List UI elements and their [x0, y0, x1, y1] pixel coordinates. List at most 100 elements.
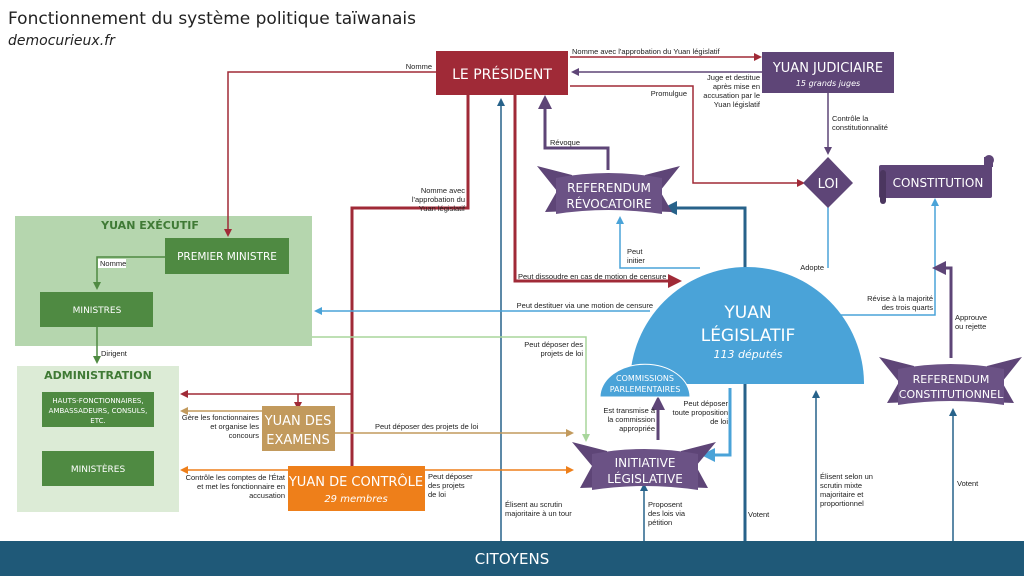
svg-text:des projets: des projets — [428, 481, 465, 490]
svg-text:majoritaire à un tour: majoritaire à un tour — [505, 509, 572, 518]
svg-text:majoritaire et: majoritaire et — [820, 490, 864, 499]
ministres-label: MINISTRES — [73, 306, 122, 316]
label-controle-comptes: Contrôle les comptes de l'État et met le… — [186, 473, 286, 500]
node-yuan-examens[interactable]: YUAN DES EXAMENS — [262, 406, 335, 451]
label-deposer-controle: Peut déposer des projets de loi — [428, 472, 473, 499]
judiciaire-sub: 15 grands juges — [796, 79, 860, 88]
node-constitution[interactable]: CONSTITUTION — [879, 155, 994, 204]
initiative-line1: INITIATIVE — [615, 456, 676, 470]
node-president[interactable]: LE PRÉSIDENT — [436, 51, 568, 95]
label-peut-initier: Peut initier — [627, 247, 645, 265]
edge-votent-revocatoire — [663, 201, 747, 541]
ref-revocatoire-line2: RÉVOCATOIRE — [566, 196, 651, 211]
label-deposer-examens: Peut déposer des projets de loi — [375, 422, 479, 431]
node-referendum-constitutionnel[interactable]: REFERENDUM CONSTITUTIONNEL — [879, 357, 1022, 405]
svg-text:Peut: Peut — [627, 247, 643, 256]
label-dirigent: Dirigent — [101, 349, 128, 358]
commissions-line2: PARLEMENTAIRES — [610, 385, 681, 394]
svg-text:Yuan législatif: Yuan législatif — [714, 100, 761, 109]
edge-deposer-proposition — [701, 388, 732, 462]
citoyens-label: CITOYENS — [475, 550, 549, 568]
controle-label: YUAN DE CONTRÔLE — [288, 474, 423, 490]
svg-text:la commission: la commission — [607, 415, 655, 424]
hauts-fonctionnaires-line3: ETC. — [90, 417, 105, 425]
node-yuan-legislatif[interactable]: YUAN LÉGISLATIF 113 députés — [630, 267, 864, 384]
hauts-fonctionnaires-line2: AMBASSADEURS, CONSULS, — [49, 407, 148, 415]
svg-text:initier: initier — [627, 256, 645, 265]
controle-sub: 29 membres — [324, 494, 387, 505]
legislatif-sub: 113 députés — [713, 348, 782, 361]
label-deposer-proposition: Peut déposer toute proposition de loi — [673, 399, 729, 426]
label-revoque: Révoque — [550, 138, 580, 147]
svg-text:accusation: accusation — [249, 491, 285, 500]
svg-text:Juge et destitue: Juge et destitue — [707, 73, 760, 82]
node-citoyens[interactable]: CITOYENS — [0, 541, 1024, 576]
ref-constitutionnel-line2: CONSTITUTIONNEL — [899, 388, 1004, 401]
label-elisent-president: Élisent au scrutin majoritaire à un tour — [505, 500, 572, 518]
node-ministres[interactable]: MINISTRES — [40, 292, 153, 327]
label-nomme-judiciaire: Nomme avec l'approbation du Yuan législa… — [572, 47, 721, 56]
svg-text:après mise en: après mise en — [713, 82, 760, 91]
node-commissions-parlementaires[interactable]: COMMISSIONS PARLEMENTAIRES — [599, 363, 691, 398]
svg-text:constitutionnalité: constitutionnalité — [832, 123, 888, 132]
edge-peut-initier — [616, 216, 700, 269]
diagram-title: Fonctionnement du système politique taïw… — [8, 9, 416, 29]
svg-text:proportionnel: proportionnel — [820, 499, 864, 508]
svg-text:appropriée: appropriée — [619, 424, 655, 433]
judiciaire-label: YUAN JUDICIAIRE — [772, 61, 883, 76]
svg-text:concours: concours — [229, 431, 260, 440]
svg-text:Révise à la majorité: Révise à la majorité — [867, 294, 933, 303]
administration-label: ADMINISTRATION — [44, 369, 152, 382]
edge-deposer-executif — [312, 336, 590, 442]
examens-line1: YUAN DES — [264, 414, 332, 429]
label-gere-fonctionnaires: Gère les fonctionnaires et organise les … — [182, 413, 259, 440]
label-votent-revocatoire: Votent — [748, 510, 770, 519]
label-juge-destitue: Juge et destitue après mise en accusatio… — [703, 73, 761, 109]
edge-promulgue — [570, 85, 805, 187]
svg-text:de loi: de loi — [428, 490, 446, 499]
label-adopte: Adopte — [800, 263, 824, 272]
edge-peut-dissoudre — [513, 94, 682, 288]
ministeres-label: MINISTÈRES — [71, 463, 126, 475]
svg-text:Peut déposer des: Peut déposer des — [524, 340, 583, 349]
node-initiative-legislative[interactable]: INITIATIVE LÉGISLATIVE — [572, 442, 716, 490]
label-revise: Révise à la majorité des trois quarts — [867, 294, 933, 312]
hauts-fonctionnaires-line1: HAUTS-FONCTIONNAIRES, — [52, 397, 143, 405]
executif-label: YUAN EXÉCUTIF — [100, 219, 199, 232]
edge-revoque — [538, 95, 610, 170]
svg-text:Peut déposer: Peut déposer — [428, 472, 473, 481]
svg-text:Proposent: Proposent — [648, 500, 683, 509]
node-loi[interactable]: LOI — [803, 157, 853, 208]
node-yuan-judiciaire[interactable]: YUAN JUDICIAIRE 15 grands juges — [762, 52, 894, 93]
node-premier-ministre[interactable]: PREMIER MINISTRE — [165, 238, 289, 274]
svg-text:scrutin mixte: scrutin mixte — [820, 481, 862, 490]
label-deposer-executif: Peut déposer des projets de loi — [524, 340, 583, 358]
node-yuan-controle[interactable]: YUAN DE CONTRÔLE 29 membres — [288, 466, 425, 511]
label-votent-constitutionnel: Votent — [957, 479, 979, 488]
examens-line2: EXAMENS — [266, 433, 329, 448]
svg-text:Élisent au scrutin: Élisent au scrutin — [505, 500, 562, 509]
svg-text:Approuve: Approuve — [955, 313, 987, 322]
label-nomme-pm: Nomme — [406, 62, 432, 71]
svg-text:ou rejette: ou rejette — [955, 322, 986, 331]
node-ministeres[interactable]: MINISTÈRES — [42, 451, 154, 486]
svg-text:des lois via: des lois via — [648, 509, 686, 518]
svg-text:accusation par le: accusation par le — [703, 91, 760, 100]
ref-revocatoire-line1: REFERENDUM — [567, 181, 651, 195]
label-nomme-ministres: Nomme — [100, 259, 126, 268]
node-hauts-fonctionnaires[interactable]: HAUTS-FONCTIONNAIRES, AMBASSADEURS, CONS… — [42, 392, 154, 427]
label-controle-constitutionnalite: Contrôle la constitutionnalité — [832, 114, 888, 132]
label-peut-dissoudre: Peut dissoudre en cas de motion de censu… — [518, 272, 666, 281]
svg-text:Gère les fonctionnaires: Gère les fonctionnaires — [182, 413, 259, 422]
svg-text:Yuan législatif: Yuan législatif — [419, 204, 466, 213]
svg-text:Est transmise à: Est transmise à — [603, 406, 656, 415]
ref-constitutionnel-line1: REFERENDUM — [913, 373, 990, 386]
label-approuve: Approuve ou rejette — [955, 313, 987, 331]
svg-text:des trois quarts: des trois quarts — [882, 303, 934, 312]
initiative-line2: LÉGISLATIVE — [607, 471, 683, 486]
svg-text:toute proposition: toute proposition — [673, 408, 728, 417]
edge-nomme-ministres — [93, 256, 165, 290]
edge-approuve — [932, 261, 953, 358]
node-referendum-revocatoire[interactable]: REFERENDUM RÉVOCATOIRE — [537, 166, 680, 214]
